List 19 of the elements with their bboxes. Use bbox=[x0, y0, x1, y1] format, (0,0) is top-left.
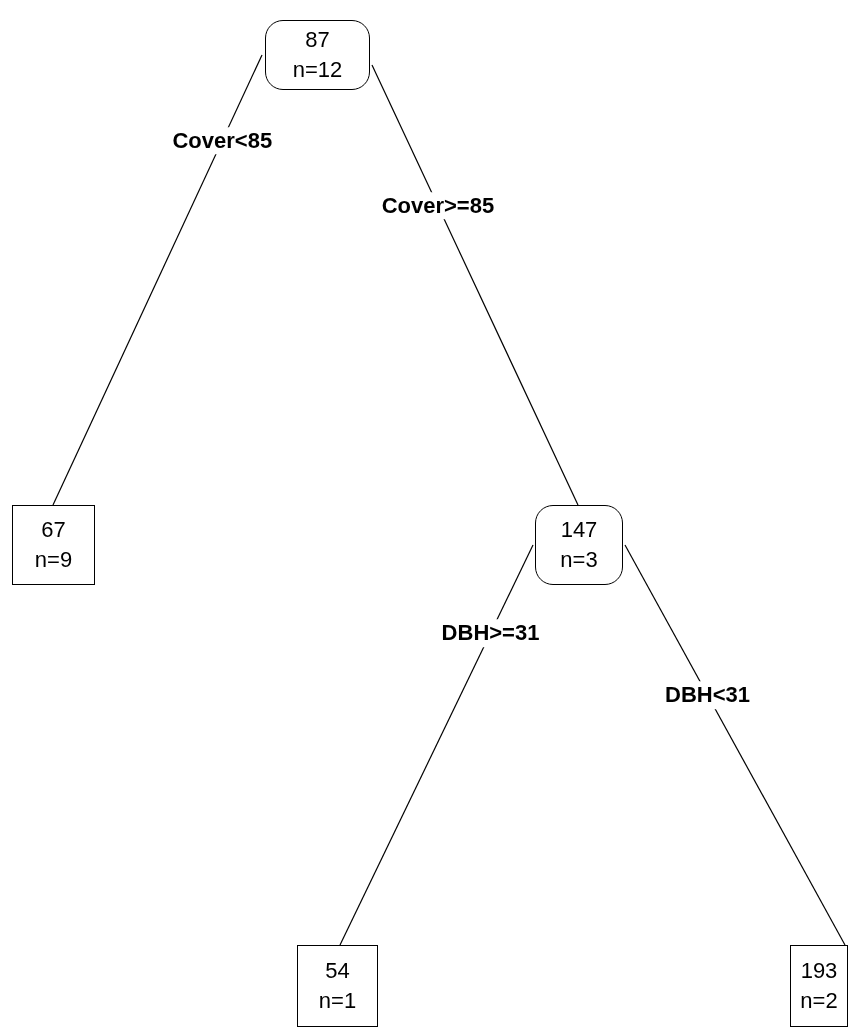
tree-branch-line bbox=[624, 544, 846, 946]
leaf-node bbox=[790, 945, 848, 1027]
node-value: 147 bbox=[560, 516, 598, 544]
split-node bbox=[265, 20, 370, 90]
tree-branch-line bbox=[339, 544, 534, 946]
split-node bbox=[535, 505, 623, 585]
tree-branch-line bbox=[52, 54, 263, 506]
node-value: 87 bbox=[305, 26, 330, 54]
node-value: 67 bbox=[41, 516, 66, 544]
node-value: 54 bbox=[325, 957, 350, 985]
node-count: n=12 bbox=[292, 56, 343, 84]
node-count: n=2 bbox=[800, 987, 838, 1015]
tree-branch-line bbox=[371, 64, 579, 506]
node-count: n=9 bbox=[34, 546, 73, 574]
node-count: n=3 bbox=[560, 546, 598, 574]
node-value: 193 bbox=[800, 957, 838, 985]
leaf-node bbox=[12, 505, 95, 585]
leaf-node bbox=[297, 945, 378, 1027]
node-count: n=1 bbox=[318, 987, 357, 1015]
